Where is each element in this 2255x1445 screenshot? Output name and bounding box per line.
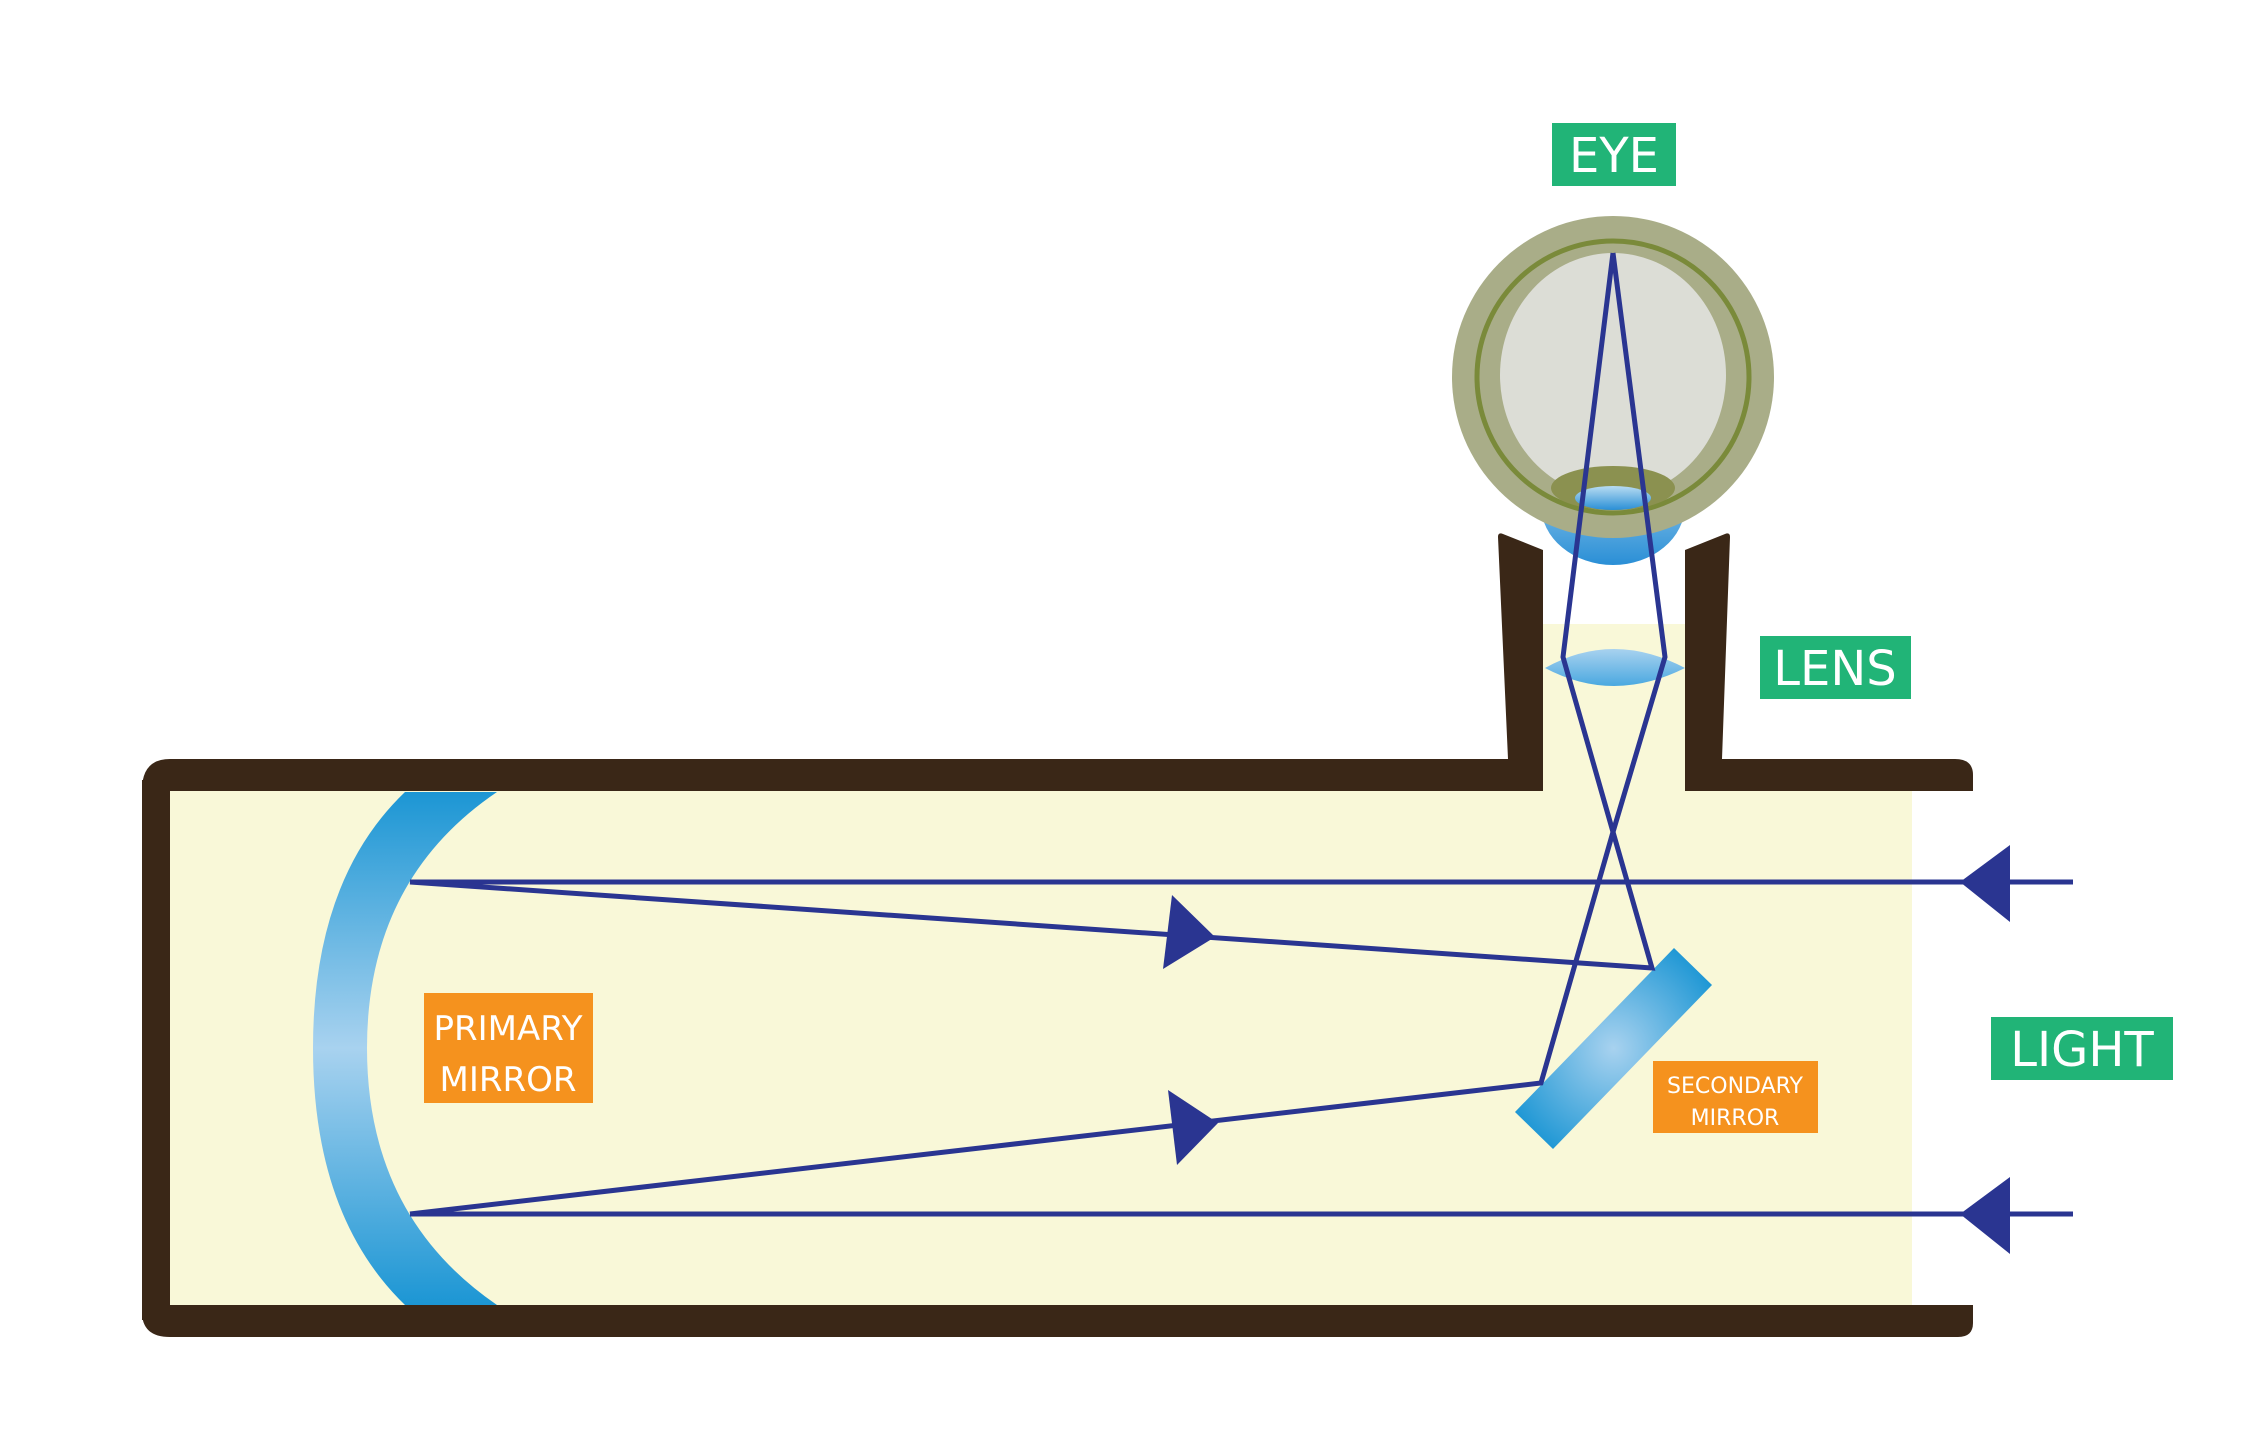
eyepiece-lens	[1545, 649, 1685, 686]
telescope-tube	[142, 533, 1973, 1337]
label-primary-mirror: PRIMARY MIRROR	[424, 993, 593, 1103]
reflected-ray-bottom	[409, 252, 1668, 1217]
tube-top-wall-right	[1685, 759, 1973, 791]
arrow-reflected-top-icon	[1163, 895, 1215, 969]
arrow-reflected-bottom-icon	[1168, 1090, 1218, 1165]
eyepiece-right-wall	[1685, 533, 1730, 791]
eye-ring	[1474, 238, 1752, 516]
tube-top-wall-left	[142, 759, 1512, 791]
primary-mirror	[313, 792, 497, 1305]
label-light: LIGHT	[1991, 1017, 2173, 1080]
eye-interior	[1500, 253, 1726, 497]
tube-bottom-wall	[142, 1305, 1973, 1337]
arrowheads	[1163, 845, 2010, 1254]
label-lens: LENS	[1760, 636, 1911, 699]
arrow-incoming-bottom-icon	[1960, 1177, 2010, 1254]
label-secondary-mirror: SECONDARY MIRROR	[1653, 1061, 1818, 1133]
eyepiece-left-wall	[1498, 533, 1543, 791]
label-primary-line1: PRIMARY	[434, 1009, 583, 1049]
arrow-incoming-top-icon	[1960, 845, 2010, 922]
light-rays	[409, 252, 2073, 1217]
secondary-mirror	[1515, 948, 1712, 1149]
label-eye: EYE	[1552, 123, 1676, 186]
label-eye-text: EYE	[1569, 128, 1659, 184]
label-light-text: LIGHT	[2010, 1022, 2154, 1078]
label-secondary-line2: MIRROR	[1691, 1106, 1780, 1131]
tube-left-wall	[142, 780, 170, 1320]
label-primary-line2: MIRROR	[440, 1060, 577, 1100]
label-lens-text: LENS	[1773, 641, 1896, 697]
label-secondary-line1: SECONDARY	[1667, 1074, 1803, 1099]
eye-lens	[1575, 486, 1651, 510]
